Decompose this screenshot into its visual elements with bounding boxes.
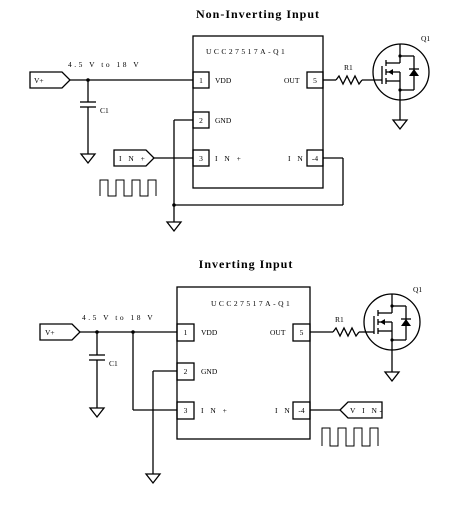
- ground-symbol: [165, 221, 183, 233]
- resistor-r1: [332, 326, 360, 338]
- ic-body: [176, 286, 311, 440]
- pin-3-name: I N +: [201, 406, 229, 415]
- pin-1-number: 1: [199, 76, 203, 85]
- pin-4-number: -4: [312, 154, 318, 163]
- ic-name-label: UCC27517A-Q1: [206, 47, 287, 56]
- pin-1-name: VDD: [215, 76, 232, 85]
- pin-3-number: 3: [184, 406, 188, 415]
- cap-label: C1: [100, 106, 109, 115]
- ground-symbol: [79, 153, 97, 165]
- ground-symbol: [383, 371, 401, 383]
- resistor-label: R1: [335, 315, 344, 324]
- pin-2-number: 2: [184, 367, 188, 376]
- ground-symbol: [144, 473, 162, 485]
- mosfet-label: Q1: [413, 285, 422, 294]
- pulse-waveform: [99, 179, 157, 197]
- supply-range-label: 4.5 V to 18 V: [68, 60, 141, 69]
- pin-5-name: OUT: [270, 328, 286, 337]
- ic-name-label: UCC27517A-Q1: [211, 299, 292, 308]
- ground-junction: [172, 203, 176, 207]
- cap-label: C1: [109, 359, 118, 368]
- ground-symbol: [88, 407, 106, 419]
- ground-symbol: [391, 119, 409, 131]
- vplus-source: [29, 71, 71, 89]
- vplus-label: V+: [34, 76, 44, 85]
- mosfet-circle: [372, 43, 430, 101]
- ic-body: [192, 35, 324, 189]
- pin-2-name: GND: [201, 367, 218, 376]
- pin-3-number: 3: [199, 154, 203, 163]
- in-source: [113, 149, 155, 167]
- pin-4-name: I N: [288, 154, 305, 163]
- mosfet-q1: [363, 293, 421, 383]
- inverting-title: Inverting Input: [199, 257, 294, 271]
- supply-range-label: 4.5 V to 18 V: [82, 313, 155, 322]
- resistor-label: R1: [344, 63, 353, 72]
- mosfet-label: Q1: [421, 34, 430, 43]
- pin-5-number: 5: [313, 76, 317, 85]
- pin-2-name: GND: [215, 116, 232, 125]
- in-source: [339, 401, 383, 419]
- pin-1-number: 1: [184, 328, 188, 337]
- pin-1-name: VDD: [201, 328, 218, 337]
- inverting-diagram: Inverting Input UCC27517A-Q1 1 VDD 2 GND…: [39, 257, 422, 485]
- vplus-source: [39, 323, 81, 341]
- in-source-label: V I N-: [350, 406, 384, 415]
- noninverting-title: Non-Inverting Input: [196, 7, 320, 21]
- pin-4-name: I N: [275, 406, 292, 415]
- mosfet-q1: [372, 43, 430, 131]
- resistor-r1: [335, 74, 363, 86]
- pin-3-name: I N +: [215, 154, 243, 163]
- pin-5-name: OUT: [284, 76, 300, 85]
- pin-5-number: 5: [300, 328, 304, 337]
- vplus-label: V+: [45, 328, 55, 337]
- in-source-label: I N +: [119, 154, 147, 163]
- pin-4-number: -4: [298, 406, 304, 415]
- pulse-waveform: [321, 427, 379, 447]
- pin-2-number: 2: [199, 116, 203, 125]
- noninverting-diagram: Non-Inverting Input UCC27517A-Q1 1 VDD 2…: [29, 7, 430, 233]
